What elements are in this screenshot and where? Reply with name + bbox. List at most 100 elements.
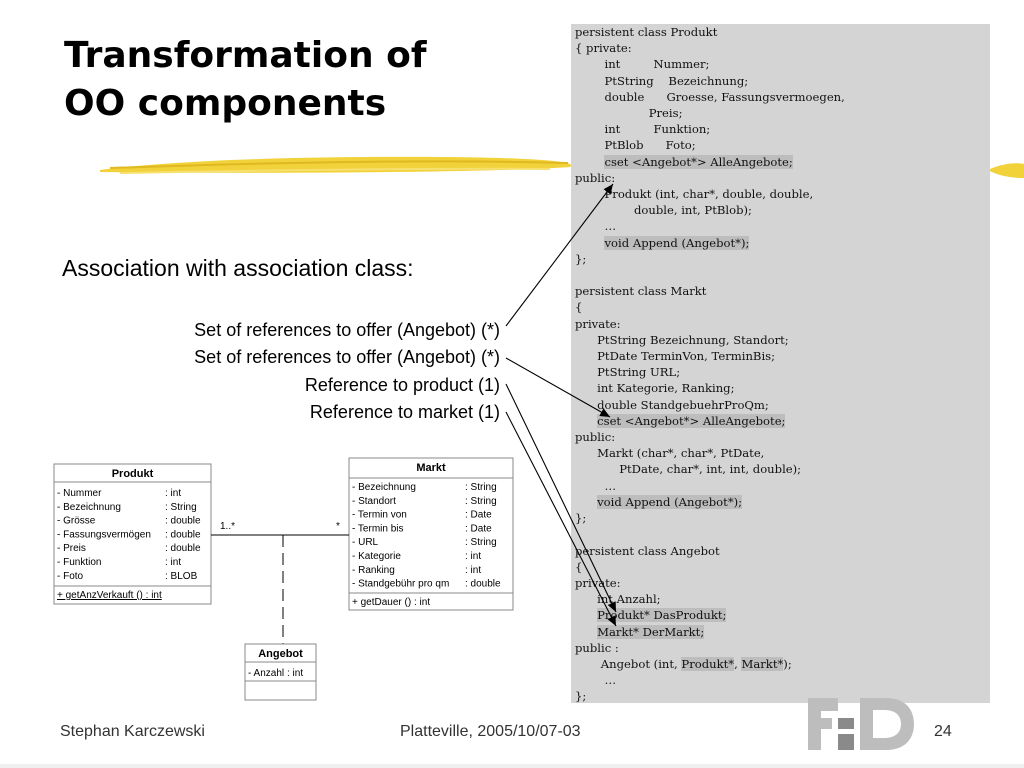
code-line: Produkt (int, char*, double, double, xyxy=(575,187,814,202)
ref-offer-set-1: Set of references to offer (Angebot) (*) xyxy=(194,320,500,340)
code-line: int Funktion; xyxy=(575,122,711,137)
code-line: }; xyxy=(575,689,587,704)
produkt-attribute-type: : BLOB xyxy=(165,571,198,582)
pointer-arrows xyxy=(505,183,617,627)
code-line: PtString URL; xyxy=(575,365,681,380)
angebot-attribute: - Anzahl xyxy=(248,668,284,679)
multiplicity-left: 1..* xyxy=(220,521,235,532)
produkt-attribute-name: - Foto xyxy=(57,571,84,582)
code-line: Markt* DerMarkt; xyxy=(597,624,705,639)
fhd-logo xyxy=(808,698,914,750)
code-line: PtBlob Foto; xyxy=(575,138,696,153)
markt-attribute-type: : String xyxy=(465,482,497,493)
markt-attribute-name: - Termin von xyxy=(352,510,407,521)
code-line: … xyxy=(575,673,617,688)
code-line: private: xyxy=(575,316,621,331)
code-line: … xyxy=(575,478,617,493)
code-line: persistent class Produkt xyxy=(575,25,718,39)
code-line: { xyxy=(575,559,583,574)
markt-attribute-type: : Date xyxy=(465,523,492,534)
code-line: double StandgebuehrProQm; xyxy=(575,397,769,412)
arrow-market xyxy=(505,411,617,627)
markt-attribute-name: - Standgebühr pro qm xyxy=(352,579,449,590)
title-line-1: Transformation of xyxy=(64,35,427,76)
ref-offer-set-2: Set of references to offer (Angebot) (*) xyxy=(194,347,500,367)
multiplicity-right: * xyxy=(336,521,340,532)
code-line: public: xyxy=(575,170,616,185)
produkt-attribute-type: : String xyxy=(165,502,197,513)
code-line: public: xyxy=(575,430,616,445)
uml-class-produkt: Produkt - Nummer : int - Bezeichnung : Stri… xyxy=(53,463,212,605)
footer-author: Stephan Karczewski xyxy=(60,723,205,740)
code-line: { private: xyxy=(575,41,632,56)
code-line: PtString Bezeichnung, Standort; xyxy=(575,332,789,347)
uml-association: 1..* * xyxy=(211,521,349,644)
code-line: Angebot (int, Produkt*, Markt*); xyxy=(575,656,792,671)
code-line: }; xyxy=(575,251,587,266)
code-line: int Kategorie, Ranking; xyxy=(575,381,735,396)
code-line: Markt (char*, char*, PtDate, xyxy=(575,446,765,461)
markt-attribute-name: - Kategorie xyxy=(352,551,401,562)
produkt-attribute-name: - Grösse xyxy=(57,516,96,527)
produkt-attribute-type: : double xyxy=(165,543,201,554)
markt-attribute-type: : int xyxy=(465,565,481,576)
code-line: persistent class Markt xyxy=(575,284,707,299)
markt-attribute-type: : String xyxy=(465,496,497,507)
ref-market: Reference to market (1) xyxy=(309,402,500,422)
footer-event: Platteville, 2005/10/07-03 xyxy=(400,723,581,740)
code-line: public : xyxy=(575,640,619,655)
produkt-attribute-type: : int xyxy=(165,557,181,568)
code-line: double, int, PtBlob); xyxy=(575,203,752,218)
markt-attribute-name: - Ranking xyxy=(352,565,395,576)
markt-attribute-type: : Date xyxy=(465,510,492,521)
markt-attribute-name: - URL xyxy=(352,537,379,548)
produkt-attribute-type: : int xyxy=(165,488,181,499)
produkt-class-name: Produkt xyxy=(112,468,154,480)
title-line-2: OO components xyxy=(64,83,387,124)
association-heading: Association with association class: xyxy=(62,255,414,281)
markt-attribute-type: : double xyxy=(465,579,501,590)
fhd-logo-mark xyxy=(808,698,914,750)
code-line: }; xyxy=(575,511,587,526)
code-line: cset <Angebot*> AlleAngebote; xyxy=(604,154,793,169)
code-line: void Append (Angebot*); xyxy=(604,235,750,250)
arrow-offer-set-produkt xyxy=(505,183,614,327)
markt-attribute-name: - Standort xyxy=(352,496,396,507)
uml-class-markt: Markt - Bezeichnung: String- Standort: S… xyxy=(348,457,514,611)
produkt-attribute-name: - Preis xyxy=(57,543,86,554)
code-line: private: xyxy=(575,575,621,590)
code-line: PtDate, char*, int, int, double); xyxy=(575,462,802,477)
code-line: cset <Angebot*> AlleAngebote; xyxy=(597,413,786,428)
produkt-attribute-type: : double xyxy=(165,529,201,540)
produkt-attribute-name: - Funktion xyxy=(57,557,101,568)
bottom-rule xyxy=(0,764,1024,768)
arrow-offer-set-markt xyxy=(505,357,611,418)
produkt-attribute-name: - Fassungsvermögen xyxy=(57,529,151,540)
code-line: PtString Bezeichnung; xyxy=(575,73,749,88)
markt-operation: + getDauer () : int xyxy=(352,597,430,608)
markt-attribute-name: - Termin bis xyxy=(352,523,404,534)
produkt-attribute-name: - Bezeichnung xyxy=(57,502,121,513)
code-line: PtDate TerminVon, TerminBis; xyxy=(575,349,776,364)
code-line: double Groesse, Fassungsvermoegen, xyxy=(575,89,845,104)
produkt-attribute-type: : double xyxy=(165,516,201,527)
code-line: Preis; xyxy=(575,106,683,121)
code-line: { xyxy=(575,300,583,315)
slide-title: Transformation of OO components xyxy=(64,32,544,128)
code-line: int Nummer; xyxy=(575,57,710,72)
code-line: persistent class Angebot xyxy=(575,543,720,558)
ref-product: Reference to product (1) xyxy=(304,375,500,395)
markt-class-name: Markt xyxy=(416,462,446,474)
page-number: 24 xyxy=(934,723,952,740)
markt-attribute-type: : String xyxy=(465,537,497,548)
markt-attribute-type: : int xyxy=(465,551,481,562)
code-panel xyxy=(571,24,990,703)
angebot-class-name: Angebot xyxy=(258,648,303,660)
code-line: … xyxy=(575,219,617,234)
angebot-attribute-type: : int xyxy=(287,668,303,679)
uml-class-angebot: Angebot - Anzahl : int xyxy=(244,643,317,701)
yellow-brush-stroke xyxy=(100,156,1024,178)
produkt-attribute-name: - Nummer xyxy=(57,488,102,499)
arrow-product xyxy=(505,383,617,613)
